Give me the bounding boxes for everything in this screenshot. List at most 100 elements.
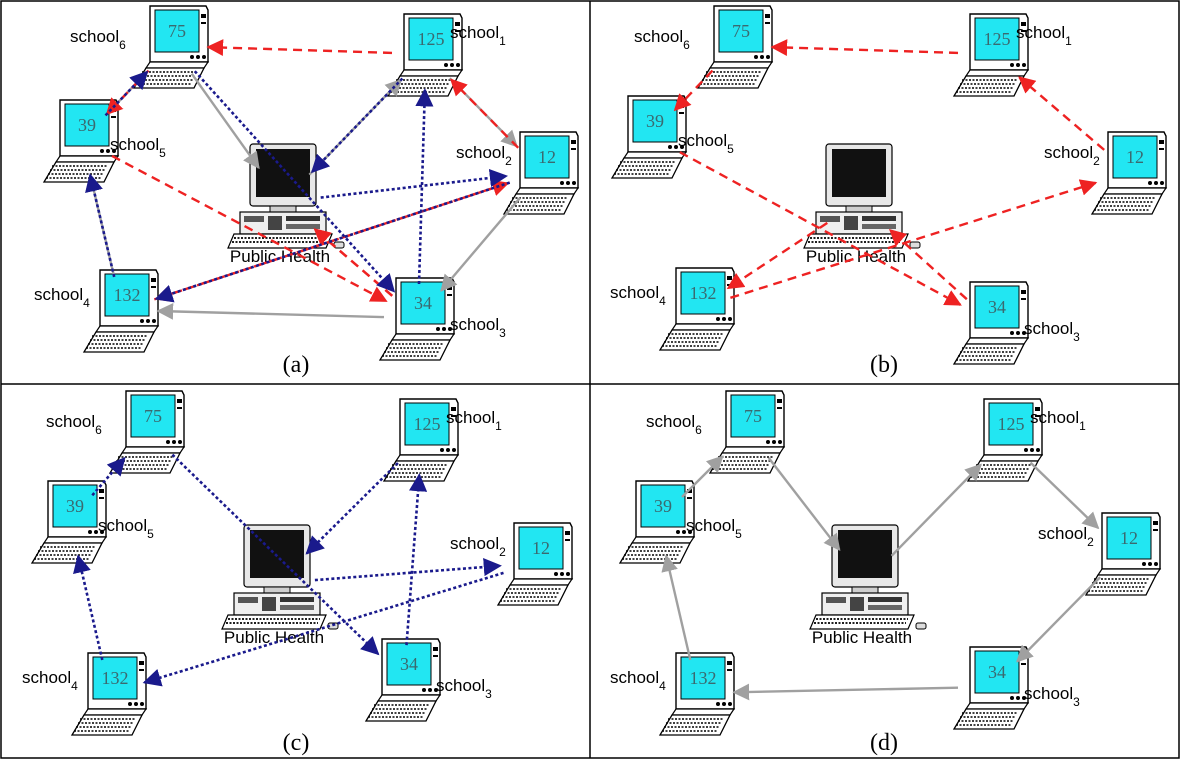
school-2-node: 12 school2 [1044,131,1167,215]
public-health-label: Public Health [230,247,330,266]
school-label: school6 [634,27,690,52]
blue-dotted-arrow [314,557,502,582]
public-health-computer: Public Health [803,143,921,266]
school-3-node: 34 school3 [953,646,1080,730]
public-health-label: Public Health [806,247,906,266]
school-value: 39 [66,496,84,516]
school-label: school3 [1024,319,1080,344]
desktop-computer-icon [221,524,339,630]
school-value: 12 [538,147,556,167]
school-3-node: 34 school3 [953,281,1080,365]
school-value: 75 [144,406,162,426]
school-label: school1 [450,23,506,48]
gray-solid-arrow [661,554,692,661]
school-value: 12 [532,538,550,558]
edges-layer [73,453,504,687]
blue-dotted-arrow [85,173,116,278]
desktop-computer-icon [803,143,921,249]
blue-dotted-arrow [320,168,509,199]
school-value: 39 [646,111,664,131]
school-3-node: 34 school3 [379,277,506,361]
laptop-icon [659,267,735,351]
laptop-icon [71,652,147,736]
laptop-icon [1085,512,1161,596]
school-label: school4 [610,283,666,308]
school-4-node: 132 school4 [610,652,735,736]
panel-caption: (d) [870,730,898,756]
red-dashed-arrow [679,151,962,306]
red-dashed-arrow [450,78,520,149]
school-label: school6 [70,27,126,52]
blue-dotted-arrow [104,70,149,117]
laptop-icon [619,480,695,564]
red-dashed-arrow [888,228,968,301]
blue-dotted-arrow [415,88,434,285]
school-value: 125 [984,29,1011,49]
gray-solid-arrow [156,303,385,320]
laptop-icon [83,269,159,353]
public-health-computer: Public Health [221,524,339,647]
school-label: school6 [46,412,102,437]
school-label: school3 [450,315,506,340]
school-value: 34 [414,293,432,313]
edges-layer [673,39,1105,306]
edges-layer [85,39,521,320]
blue-dotted-arrow [305,462,399,555]
red-dashed-arrow [726,221,828,290]
red-dashed-arrow [1018,76,1105,151]
school-value: 34 [400,654,418,674]
gray-solid-arrow [440,197,521,292]
school-label: school4 [22,668,78,693]
public-health-computer: Public Health [227,143,345,266]
school-value: 34 [988,297,1006,317]
gray-solid-arrow [681,455,724,498]
blue-dotted-arrow [154,181,511,303]
panel-caption: (c) [283,730,310,756]
school-label: school1 [1030,408,1086,433]
school-6-node: 75 school6 [634,5,773,89]
school-label: school4 [610,668,666,693]
gray-solid-arrow [767,457,841,552]
red-dashed-arrow [206,39,393,56]
public-health-label: Public Health [224,628,324,647]
school-value: 132 [114,285,141,305]
school-value: 125 [418,29,445,49]
school-value: 132 [690,668,717,688]
red-dashed-arrow [730,179,1098,299]
panel-caption: (b) [870,352,898,378]
laptop-icon [659,652,735,736]
school-value: 34 [988,662,1006,682]
laptop-icon [497,522,573,606]
school-label: school2 [1038,524,1094,549]
school-6-node: 75 school6 [46,390,185,474]
school-label: school2 [450,534,506,559]
gray-solid-arrow [190,73,260,170]
school-value: 125 [998,414,1025,434]
school-value: 75 [732,21,750,41]
red-dashed-arrow [111,154,388,303]
blue-dotted-arrow [91,456,126,497]
gray-solid-arrow [1016,576,1101,663]
school-value: 12 [1126,147,1144,167]
school-label: school2 [1044,143,1100,168]
school-label: school3 [1024,684,1080,709]
laptop-icon [1091,131,1167,215]
blue-dotted-arrow [142,571,504,687]
laptop-icon [31,480,107,564]
school-label: school5 [686,516,742,541]
